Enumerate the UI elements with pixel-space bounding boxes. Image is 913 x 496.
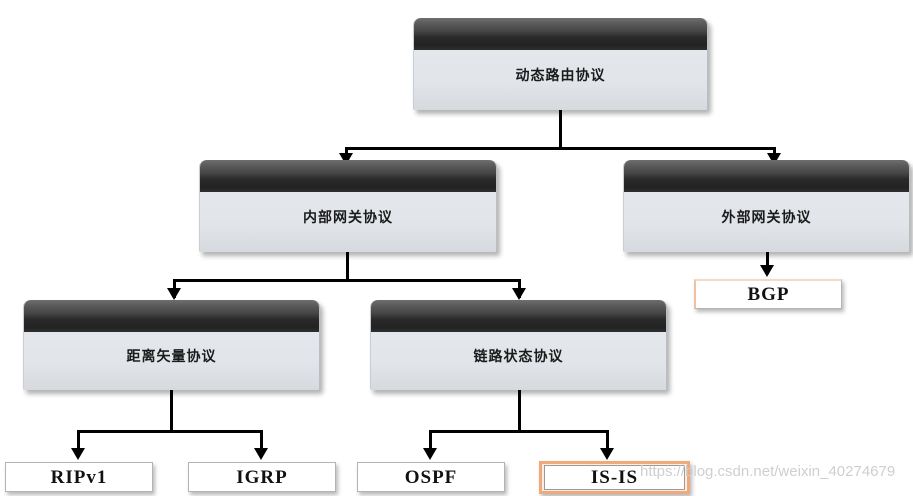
connector-igp-stem [346, 250, 349, 282]
node-ospf[interactable]: OSPF [357, 462, 505, 492]
node-label: 外部网关协议 [721, 210, 812, 226]
node-isis[interactable]: IS-IS [539, 461, 690, 494]
arrowhead-egp-to-bgp [760, 265, 774, 277]
connector-root-bus [345, 147, 776, 150]
node-label: RIPv1 [50, 466, 108, 488]
node-label: BGP [747, 284, 790, 305]
node-header-bar [200, 160, 496, 193]
node-label: IGRP [236, 466, 288, 488]
arrowhead-dv-to-igrp [254, 448, 268, 460]
node-body: 外部网关协议 [624, 192, 909, 252]
connector-ls-to-isis [606, 430, 609, 454]
arrowhead-ls-to-ospf [423, 448, 437, 460]
connector-dv-bus [77, 430, 263, 433]
node-link-state-protocol[interactable]: 链路状态协议 [370, 300, 667, 390]
connector-ls-to-ospf [429, 430, 432, 454]
node-dynamic-routing-protocol[interactable]: 动态路由协议 [413, 18, 708, 110]
node-header-bar [24, 300, 319, 333]
node-exterior-gateway-protocol[interactable]: 外部网关协议 [623, 160, 910, 252]
node-label: IS-IS [590, 467, 639, 488]
node-label: 距离矢量协议 [126, 349, 217, 365]
connector-igp-bus [173, 279, 521, 282]
node-label: 内部网关协议 [303, 210, 393, 226]
node-label: 链路状态协议 [473, 349, 564, 365]
node-interior-gateway-protocol[interactable]: 内部网关协议 [199, 160, 497, 252]
node-label: OSPF [404, 466, 458, 488]
node-bgp[interactable]: BGP [694, 279, 842, 309]
node-body: 内部网关协议 [200, 192, 496, 252]
node-distance-vector-protocol[interactable]: 距离矢量协议 [23, 300, 320, 390]
connector-dv-to-igrp [260, 430, 263, 454]
connector-root-stem [559, 110, 562, 150]
node-igrp[interactable]: IGRP [188, 462, 336, 492]
arrowhead-ls-to-isis [600, 448, 614, 460]
arrowhead-igp-to-dv [167, 288, 181, 300]
node-body: 距离矢量协议 [24, 332, 319, 390]
arrowhead-igp-to-ls [512, 288, 526, 300]
connector-ls-stem [518, 388, 521, 432]
node-header-bar [414, 18, 707, 51]
connector-dv-stem [170, 388, 173, 432]
node-body: 动态路由协议 [414, 50, 707, 110]
node-header-bar [624, 160, 909, 193]
arrowhead-dv-to-ripv1 [71, 448, 85, 460]
connector-dv-to-ripv1 [77, 430, 80, 454]
node-ripv1[interactable]: RIPv1 [5, 462, 153, 492]
node-label: 动态路由协议 [515, 68, 606, 84]
connector-egp-to-bgp [766, 250, 769, 274]
node-body: 链路状态协议 [371, 332, 666, 390]
connector-ls-bus [429, 430, 609, 433]
node-isis-inner: IS-IS [544, 465, 685, 490]
node-header-bar [371, 300, 666, 333]
